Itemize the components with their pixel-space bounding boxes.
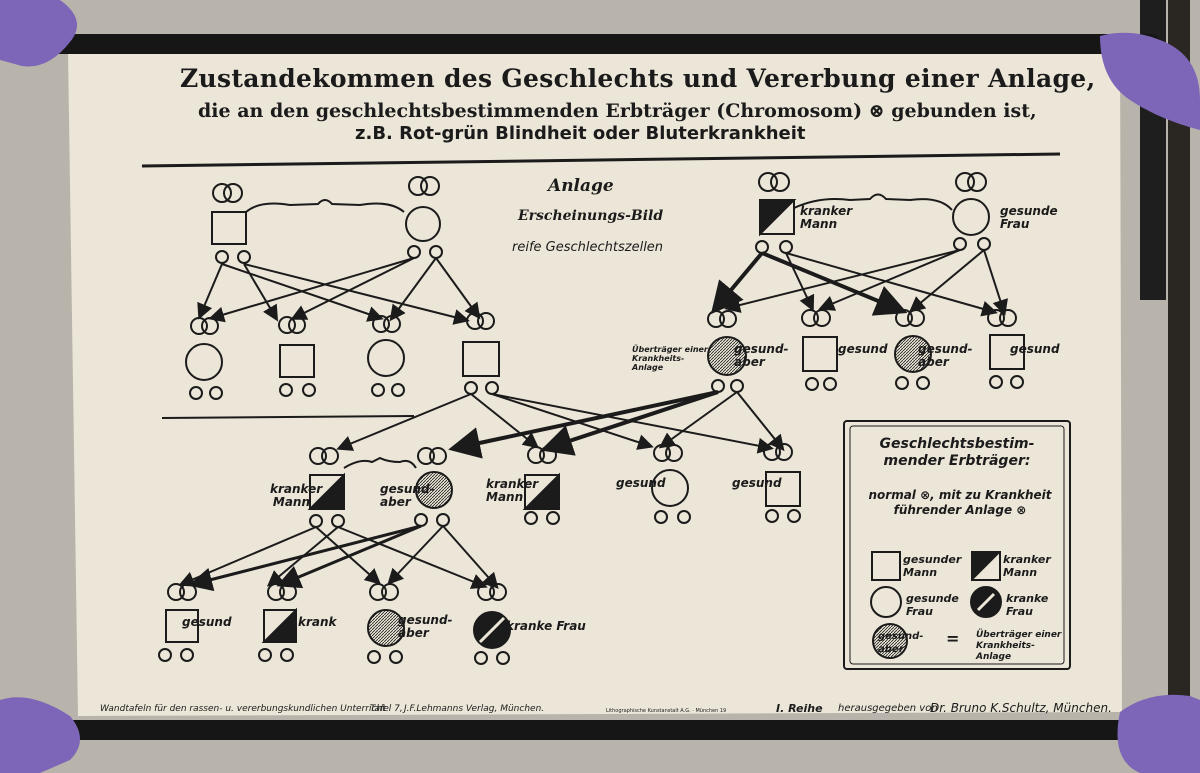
key-geschlechtszellen: reife Geschlechtszellen [512,240,664,255]
label-gesund-aber-3: gesund-aber [380,482,435,509]
bottom-roller [40,720,1160,740]
label-gesund-2: gesund [1010,342,1060,356]
bottom-cross-arrows [178,524,499,592]
key-erscheinungsbild: Erscheinungs-Bild [518,208,664,224]
fourth-generation [158,583,511,665]
section-rule [161,415,415,419]
label-kranke-frau: kranke Frau [506,619,586,633]
legend-title: Geschlechtsbestim-mender Erbträger: [879,436,1035,469]
label-gesund-4: gesund [732,476,782,490]
legend-gesund-aber: gesund-aber [878,631,924,655]
label-kranker-mann-2: kranker Mann [270,482,323,509]
label-uebertraeger-1: Überträger einer Krankheits-Anlage [632,345,708,372]
glove-top-left [0,0,78,67]
title-line-1: Zustandekommen des Geschlechts und Verer… [180,64,1096,93]
legend-gesunder-mann: gesunder Mann [903,553,962,579]
label-gesund-aber-1: gesund-aber [734,342,789,369]
glove-bottom-left [0,697,80,773]
middle-cross-arrows [336,390,785,459]
legend-equals: = [946,629,960,648]
footer-author: Dr. Bruno K.Schultz, München. [930,701,1112,715]
top-roller [40,34,1160,54]
footer-printer: Lithographische Kunstanstalt A.G. · Münc… [606,708,727,714]
label-gesund-3: gesund [616,476,666,490]
left-family [185,176,500,400]
key-anlage: Anlage [548,176,614,196]
legend-gesunde-frau: gesunde Frau [906,592,959,618]
label-krank: krank [298,615,337,629]
label-kranker-mann-1: kranker Mann [800,204,853,231]
legend-normal: normal ⊗, mit zu Krankheit führender Anl… [868,488,1052,517]
label-gesund-aber-4: gesund-aber [398,613,453,640]
glove-top-right [1100,32,1200,130]
footer-left: Wandtafeln für den rassen- u. vererbungs… [100,704,386,714]
right-family [707,172,1025,393]
footer-verlag: J.F.Lehmanns Verlag, München. [404,704,545,714]
title-line-2: die an den geschlechtsbestimmenden Erbtr… [198,100,1037,122]
legend-uebertraeger: Überträger einer Krankheits-Anlage [976,630,1062,662]
footer-tafel: Tafel 7, [370,704,403,714]
legend-kranke-frau: kranke Frau [1006,592,1049,618]
title-rule [141,152,1061,168]
label-gesunde-frau-1: gesunde Frau [1000,204,1058,231]
label-gesund-5: gesund [182,615,232,629]
legend-kranker-mann: kranker Mann [1003,553,1051,579]
label-gesund-1: gesund [838,342,888,356]
footer-hrsg: herausgegeben von [838,703,938,714]
label-kranker-mann-3: kranker Mann [486,477,539,504]
title-line-3: z.B. Rot-grün Blindheit oder Bluterkrank… [355,123,806,144]
footer-reihe: I. Reihe [776,702,823,715]
label-gesund-aber-2: gesund-aber [918,342,973,369]
legend-box [843,420,1071,670]
third-generation [307,443,801,528]
glove-bottom-right [1117,694,1200,773]
